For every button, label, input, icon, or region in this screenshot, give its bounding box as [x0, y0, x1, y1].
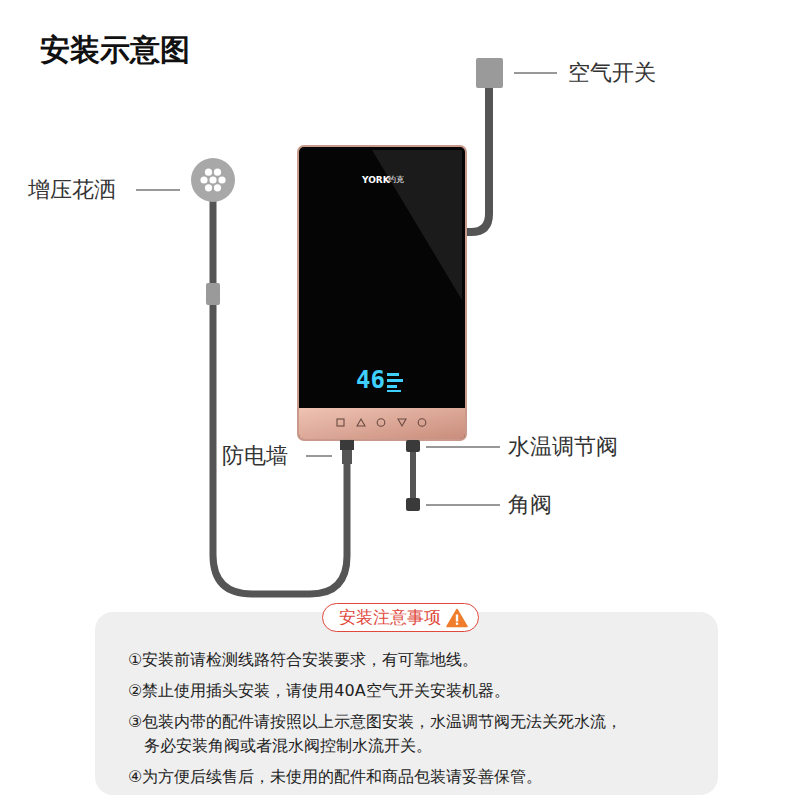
heater-control-band — [299, 408, 465, 439]
anti-shock-wall-fitting — [340, 440, 354, 450]
angle-valve — [406, 498, 420, 511]
glass-reflection — [372, 150, 462, 300]
shower-nozzles — [200, 169, 225, 192]
power-cable — [467, 88, 489, 232]
warning-icon — [446, 608, 468, 628]
warning-mark — [455, 622, 458, 625]
notes-list: ①安装前请检测线路符合安装要求，有可靠地线。 ②禁止使用插头安装，请使用40A空气… — [128, 648, 698, 796]
air-switch-symbol — [476, 58, 503, 88]
brand-logo: YORK — [362, 175, 390, 185]
note-item: ②禁止使用插头安装，请使用40A空气开关安装机器。 — [128, 679, 698, 703]
heater-text-anchor: 46 — [356, 367, 385, 395]
display-indicators — [387, 373, 403, 392]
notes-panel: 安装注意事项①安装前请检测线路符合安装要求，有可靠地线。②禁止使用插头安装，请使… — [95, 612, 718, 795]
control-buttons — [337, 419, 426, 427]
leader-lines — [136, 73, 557, 505]
notes-heading-pill: 安装注意事项 — [322, 603, 479, 632]
notes-heading: 安装注意事项 — [339, 607, 441, 627]
water-heater: YORK约克 46 — [298, 146, 466, 440]
diagram-title: 安装示意图 — [40, 32, 190, 68]
part-label: 角阀 — [508, 492, 552, 518]
warning-mark — [455, 614, 457, 621]
label-anchor: 水温调节阀 — [508, 434, 618, 460]
title-anchor: 安装示意图 — [40, 32, 190, 68]
note-item: ①安装前请检测线路符合安装要求，有可靠地线。 — [128, 648, 698, 672]
temperature-display: 46 — [356, 367, 385, 395]
temperature-valve — [406, 440, 420, 452]
brand-logo: 约克 — [388, 175, 404, 184]
label-anchor: 防电墙 — [222, 443, 288, 469]
part-label: 防电墙 — [222, 443, 288, 469]
label-anchor: 角阀 — [508, 492, 552, 518]
anti-shock-wall-fitting — [342, 450, 352, 464]
note-item: ③包装内带的配件请按照以上示意图安装，水温调节阀无法关死水流， 务必安装角阀或者… — [128, 710, 698, 758]
heater-body — [298, 146, 466, 440]
label-anchor: 增压花洒 — [28, 177, 116, 203]
shower-handle — [206, 283, 220, 305]
shower-head — [191, 158, 235, 202]
part-label: 空气开关 — [568, 60, 656, 86]
inlet-pipe — [410, 452, 416, 500]
heater-text-anchor: YORK — [362, 175, 390, 185]
label-anchor: 空气开关 — [568, 60, 656, 86]
warning-triangle — [447, 609, 467, 626]
part-label: 增压花洒 — [28, 177, 116, 203]
heater-text-anchor: 约克 — [388, 175, 404, 184]
note-item: ④为方便后续售后，未使用的配件和商品包装请妥善保管。 — [128, 765, 698, 789]
part-label: 水温调节阀 — [508, 434, 618, 460]
